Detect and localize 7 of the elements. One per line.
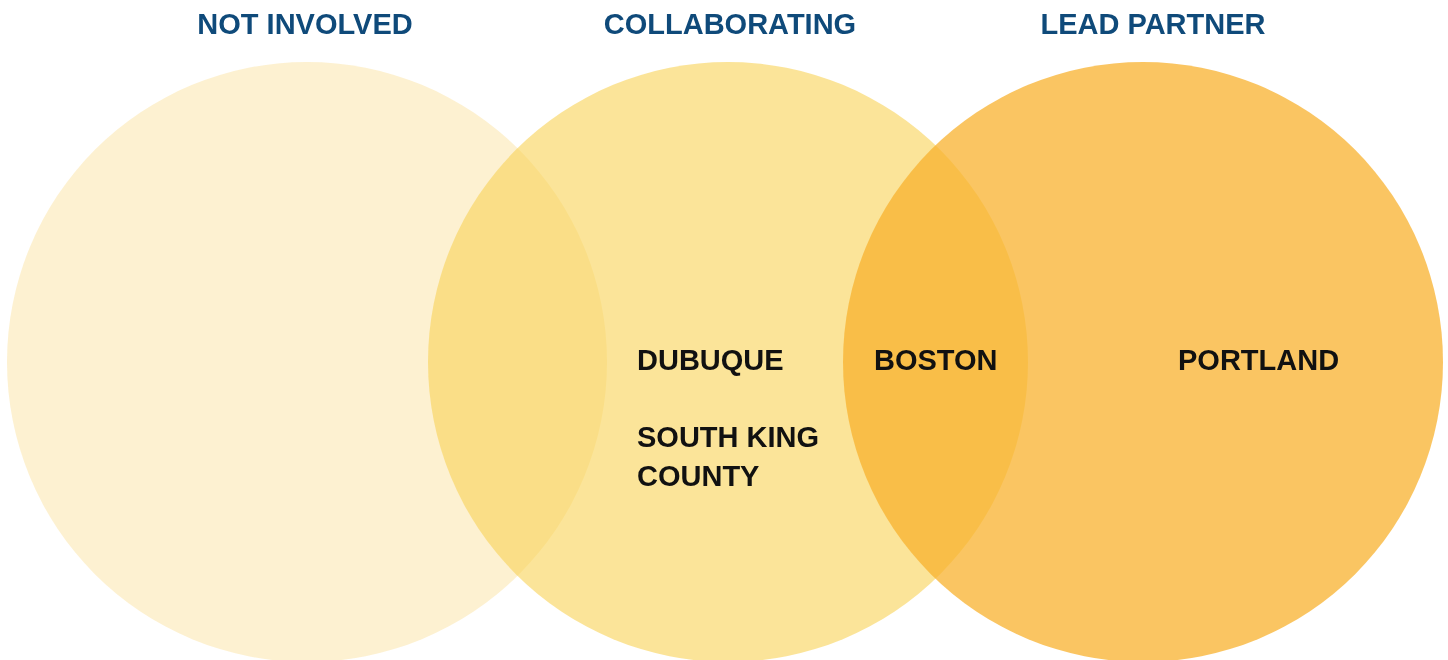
city-label: PORTLAND (1178, 343, 1341, 378)
circle-heading: COLLABORATING (602, 8, 858, 41)
city-label: BOSTON (874, 343, 999, 378)
circle-heading: NOT INVOLVED (196, 8, 414, 41)
city-label: DUBUQUE (637, 343, 785, 378)
city-label: SOUTH KING COUNTY (637, 420, 821, 494)
circle-heading: LEAD PARTNER (1039, 8, 1267, 41)
